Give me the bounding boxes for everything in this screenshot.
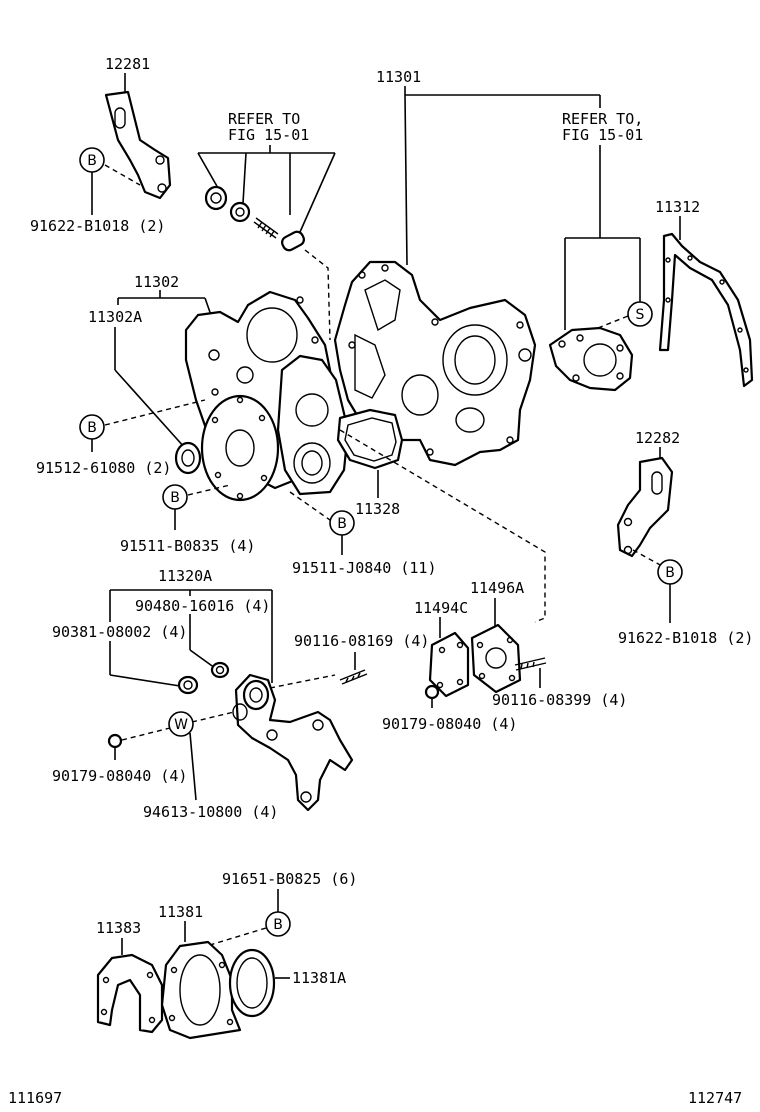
callout-b-91622-right: B 91622-B1018 (2) bbox=[618, 559, 753, 647]
part-11383-retainer: 11383 bbox=[96, 919, 164, 1034]
marker-b: B bbox=[87, 153, 97, 169]
refer-note-left: REFER TO FIG 15-01 bbox=[197, 110, 336, 252]
part-cover-plate bbox=[200, 394, 280, 502]
label-90480-16016: 90480-16016 (4) bbox=[135, 597, 270, 615]
refer-left-line1: REFER TO bbox=[228, 110, 300, 128]
callout-b-91622-top: B 91622-B1018 (2) bbox=[30, 147, 165, 235]
part-12282-bracket: 12282 bbox=[616, 429, 680, 567]
label-11381A: 11381A bbox=[292, 969, 346, 987]
label-11302: 11302 bbox=[134, 273, 179, 291]
marker-b: B bbox=[665, 565, 675, 581]
part-11494C-11496A: 11496A 11494C 90179-08040 (4) 90116-0839… bbox=[382, 579, 627, 733]
label-91622-b1018-right: 91622-B1018 (2) bbox=[618, 629, 753, 647]
part-11328-gasket: 11328 bbox=[336, 408, 404, 518]
part-11381A-seal: 11381A bbox=[228, 948, 346, 1018]
label-11494C: 11494C bbox=[414, 599, 468, 617]
part-11301-timing-case: 11301 bbox=[304, 68, 601, 467]
refer-note-right: REFER TO, FIG 15-01 bbox=[548, 110, 643, 392]
marker-b: B bbox=[87, 420, 97, 436]
label-91511-b0835: 91511-B0835 (4) bbox=[120, 537, 255, 555]
callout-b-91511-j0840: B 91511-J0840 (11) bbox=[289, 491, 437, 577]
part-91512-seal bbox=[174, 441, 202, 475]
marker-s: S bbox=[636, 307, 645, 323]
label-11302A: 11302A bbox=[88, 308, 142, 326]
label-90179-08040-left: 90179-08040 (4) bbox=[52, 767, 187, 785]
refer-right-line1: REFER TO, bbox=[562, 110, 643, 128]
label-11328: 11328 bbox=[355, 500, 400, 518]
figure-code-left: 111697 bbox=[8, 1089, 62, 1107]
part-12281-bracket: 12281 bbox=[104, 55, 172, 200]
label-90116-08399: 90116-08399 (4) bbox=[492, 691, 627, 709]
label-11312: 11312 bbox=[655, 198, 700, 216]
label-91511-j0840: 91511-J0840 (11) bbox=[292, 559, 437, 577]
label-91651-b0825: 91651-B0825 (6) bbox=[222, 870, 357, 888]
marker-b: B bbox=[337, 516, 347, 532]
marker-b: B bbox=[170, 490, 180, 506]
callout-b-91651: 91651-B0825 (6) B bbox=[199, 870, 357, 949]
label-90381-08002: 90381-08002 (4) bbox=[52, 623, 187, 641]
label-11496A: 11496A bbox=[470, 579, 524, 597]
marker-b: B bbox=[273, 917, 283, 933]
label-90116-08169: 90116-08169 (4) bbox=[294, 632, 429, 650]
callout-b-91511-b0835: B 91511-B0835 (4) bbox=[120, 484, 255, 555]
label-90179-08040-mid: 90179-08040 (4) bbox=[382, 715, 517, 733]
callout-w-94613: W 94613-10800 (4) 90179-08040 (4) bbox=[52, 711, 278, 821]
label-11301: 11301 bbox=[376, 68, 421, 86]
refer-right-line2: FIG 15-01 bbox=[562, 126, 643, 144]
refer-left-line2: FIG 15-01 bbox=[228, 126, 309, 144]
label-12282: 12282 bbox=[635, 429, 680, 447]
label-11320A: 11320A bbox=[158, 567, 212, 585]
marker-w: W bbox=[174, 717, 188, 733]
figure-code-right: 112747 bbox=[688, 1089, 742, 1107]
callout-b-91512: B 91512-61080 (2) bbox=[36, 399, 206, 477]
label-91512-61080: 91512-61080 (2) bbox=[36, 459, 171, 477]
part-11320A-group: 11320A 90480-16016 (4) 90381-08002 (4) 9… bbox=[52, 567, 429, 812]
label-11383: 11383 bbox=[96, 919, 141, 937]
label-11381: 11381 bbox=[158, 903, 203, 921]
label-91622-b1018-top: 91622-B1018 (2) bbox=[30, 217, 165, 235]
label-12281: 12281 bbox=[105, 55, 150, 73]
part-11312-gasket: 11312 bbox=[655, 198, 754, 388]
part-11381-retainer: 11381 bbox=[158, 903, 242, 1040]
label-94613-10800: 94613-10800 (4) bbox=[143, 803, 278, 821]
callout-s: S bbox=[627, 301, 653, 327]
